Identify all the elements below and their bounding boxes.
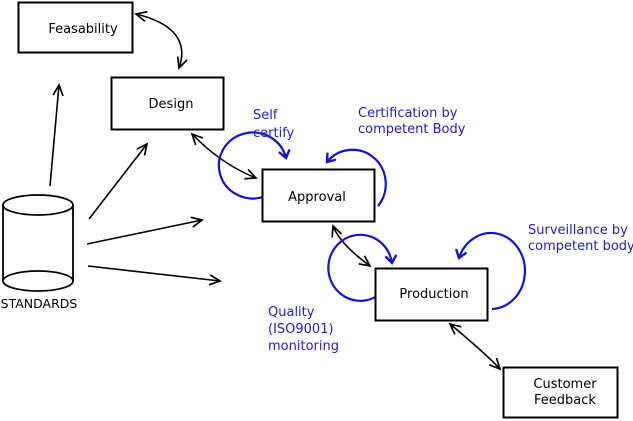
node-standards: STANDARDS bbox=[1, 194, 78, 311]
node-feasability: Feasability bbox=[17, 1, 134, 54]
arrow-feasability-design bbox=[136, 14, 182, 68]
standards-cylinder-top bbox=[2, 194, 74, 216]
customer-feedback-box bbox=[502, 366, 619, 419]
arrow-production-customer-feedback bbox=[450, 324, 500, 369]
standards-label: STANDARDS bbox=[1, 296, 78, 311]
annotation-self-certify-line-2: certify bbox=[253, 126, 295, 141]
node-customer-feedback: Customer Feedback bbox=[502, 366, 619, 419]
annotation-self-certify-line-1: Self bbox=[253, 108, 278, 123]
approval-label: Approval bbox=[288, 190, 346, 205]
self-loop-production-quality bbox=[327, 233, 392, 302]
customer-feedback-label-line-1: Customer bbox=[533, 377, 597, 392]
arrow-standards-to-design bbox=[88, 144, 147, 220]
design-box bbox=[110, 76, 225, 131]
feasability-box bbox=[17, 1, 134, 54]
annotation-quality-line-2: (ISO9001) bbox=[268, 322, 334, 337]
annotation-quality-line-1: Quality bbox=[268, 305, 315, 320]
production-box bbox=[374, 267, 489, 322]
customer-feedback-label-line-2: Feedback bbox=[534, 393, 596, 408]
standards-cylinder-bottom bbox=[2, 270, 74, 292]
self-loop-approval-certification bbox=[327, 148, 387, 207]
self-loop-approval-self-certify bbox=[217, 131, 286, 200]
arrow-standards-to-production bbox=[87, 265, 220, 281]
design-label: Design bbox=[149, 97, 194, 112]
annotation-certification-line-2: competent Body bbox=[358, 122, 466, 137]
arrow-standards-to-feasability bbox=[49, 85, 59, 187]
arrow-approval-production bbox=[333, 226, 370, 266]
annotation-certification-line-1: Certification by bbox=[358, 106, 458, 121]
arrow-design-approval bbox=[192, 134, 256, 178]
annotation-quality-line-3: monitoring bbox=[268, 339, 339, 354]
annotation-certification: Certification by competent Body bbox=[358, 106, 466, 137]
arrow-standards-to-approval bbox=[86, 220, 202, 245]
approval-box bbox=[261, 168, 376, 223]
node-production: Production bbox=[374, 267, 489, 322]
annotation-surveillance: Surveillance by competent body bbox=[528, 223, 633, 254]
node-approval: Approval bbox=[261, 168, 376, 223]
production-label: Production bbox=[399, 287, 468, 302]
annotation-surveillance-line-2: competent body bbox=[528, 239, 633, 254]
annotation-self-certify: Self certify bbox=[253, 108, 295, 141]
node-design: Design bbox=[110, 76, 225, 131]
annotation-quality-monitoring: Quality (ISO9001) monitoring bbox=[268, 305, 339, 354]
feasability-label: Feasability bbox=[48, 22, 118, 37]
self-loop-production-surveillance bbox=[459, 231, 527, 311]
annotation-surveillance-line-1: Surveillance by bbox=[528, 223, 628, 238]
